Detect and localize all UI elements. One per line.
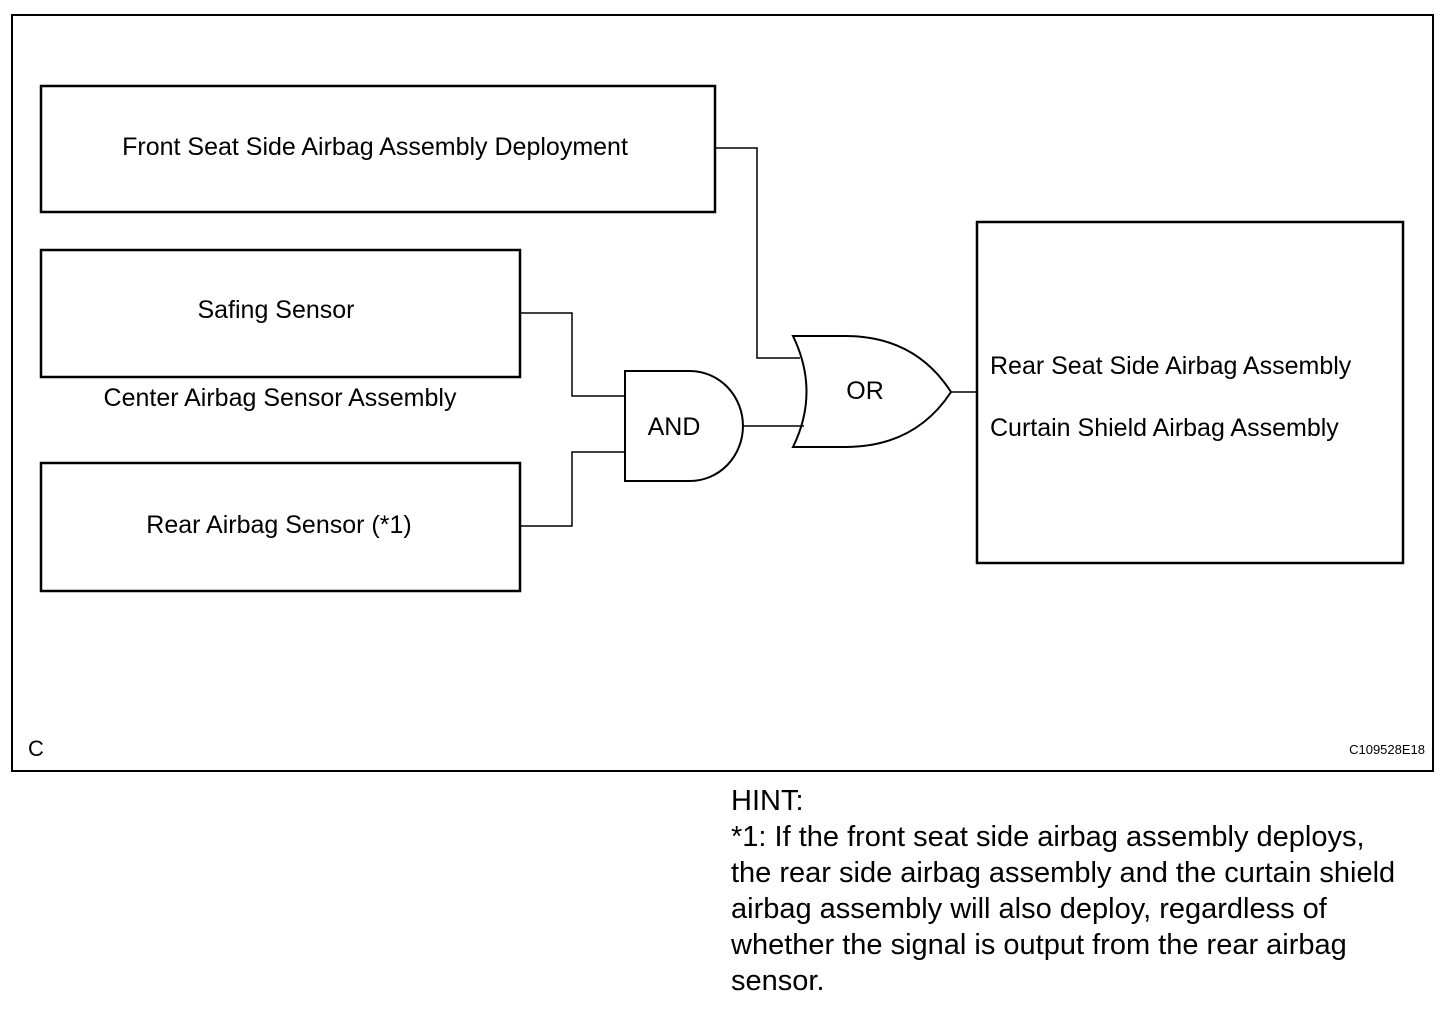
- hint-line: *1: If the front seat side airbag assemb…: [731, 821, 1365, 853]
- safing-sensor-box: Safing Sensor: [39, 248, 522, 379]
- safing-sensor-label: Safing Sensor: [197, 296, 354, 324]
- hint-line: whether the signal is output from the re…: [731, 929, 1347, 961]
- corner-label: C: [28, 736, 44, 761]
- hint-line: the rear side airbag assembly and the cu…: [731, 857, 1396, 889]
- rear-airbag-sensor-label: Rear Airbag Sensor (*1): [146, 511, 411, 539]
- curtain-shield-airbag-label: Curtain Shield Airbag Assembly: [990, 414, 1339, 442]
- center-airbag-sensor-caption: Center Airbag Sensor Assembly: [104, 384, 457, 412]
- wire-front-seat-to-or: [715, 147, 800, 359]
- front-seat-deployment-label: Front Seat Side Airbag Assembly Deployme…: [122, 133, 628, 161]
- and-gate: AND: [624, 370, 744, 482]
- airbag-logic-diagram: Front Seat Side Airbag Assembly Deployme…: [11, 14, 1434, 772]
- output-airbag-box: Rear Seat Side Airbag Assembly Curtain S…: [975, 220, 1405, 565]
- wire-rear-sensor-to-and: [520, 451, 625, 527]
- or-gate-label: OR: [846, 377, 884, 405]
- front-seat-deployment-box: Front Seat Side Airbag Assembly Deployme…: [39, 84, 717, 214]
- diagram-frame: [11, 14, 1434, 772]
- hint-line: sensor.: [731, 965, 825, 997]
- wire-safing-to-and: [520, 312, 625, 397]
- hint-title: HINT:: [731, 785, 804, 817]
- rear-seat-side-airbag-label: Rear Seat Side Airbag Assembly: [990, 352, 1352, 380]
- hint-note: HINT: *1: If the front seat side airbag …: [731, 783, 1446, 999]
- or-gate: OR: [791, 335, 953, 448]
- hint-line: airbag assembly will also deploy, regard…: [731, 893, 1327, 925]
- and-gate-label: AND: [648, 413, 701, 441]
- rear-airbag-sensor-box: Rear Airbag Sensor (*1): [39, 461, 522, 593]
- figure-code: C109528E18: [1349, 742, 1425, 757]
- connection-wires: [520, 147, 977, 527]
